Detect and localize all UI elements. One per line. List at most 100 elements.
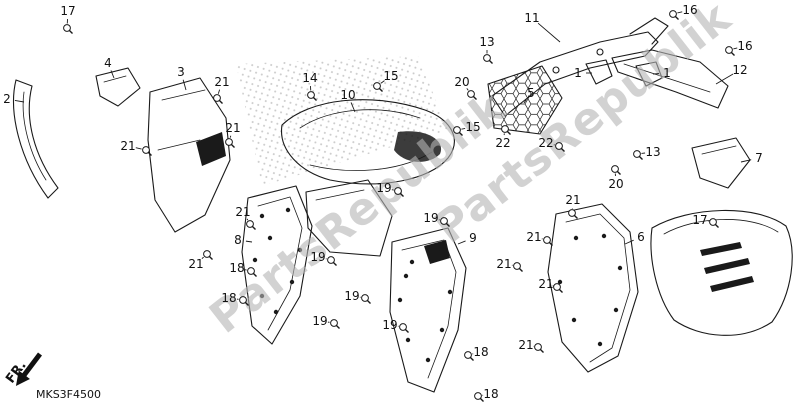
- bolt-icon: [467, 90, 477, 100]
- callout-label: 6: [637, 230, 645, 244]
- callout-label: 20: [454, 75, 469, 89]
- callout-label: 10: [340, 88, 355, 102]
- side-cowl-panel-right: [650, 209, 793, 336]
- callout-label: 9: [469, 231, 477, 245]
- leader-line: [229, 135, 232, 138]
- callout-label: 21: [496, 257, 511, 271]
- leader-line: [624, 239, 634, 245]
- callout-label: 22: [538, 136, 553, 150]
- part-9-inner-panel-center: [389, 227, 467, 393]
- bolt-icon: [373, 82, 383, 92]
- leader-line: [461, 128, 466, 130]
- bolt-icon: [568, 209, 578, 219]
- part-10-middle-cowl: [281, 99, 455, 185]
- callout-label: 21: [518, 338, 533, 352]
- part-7-side-fin: [691, 137, 751, 189]
- bolt-icon: [63, 24, 73, 34]
- callout-label: 21: [214, 75, 229, 89]
- leader-line: [135, 147, 142, 150]
- callout-label: 22: [495, 136, 510, 150]
- callout-label: 21: [538, 277, 553, 291]
- bolt-icon: [709, 218, 719, 228]
- callout-label: 2: [3, 92, 11, 106]
- callout-label: 15: [465, 120, 480, 134]
- part-5-mesh-duct: [487, 65, 563, 135]
- callout-label: 21: [526, 230, 541, 244]
- part-4-upper-cowl-piece: [95, 67, 141, 107]
- callout-label: 5: [527, 86, 535, 100]
- callout-label: 3: [177, 65, 185, 79]
- callout-label: 21: [120, 139, 135, 153]
- callout-label: 21: [235, 205, 250, 219]
- bolt-icon: [669, 10, 679, 20]
- bolt-icon: [553, 283, 563, 293]
- leader-line: [350, 102, 356, 113]
- callout-label: 16: [737, 39, 752, 53]
- leader-line: [110, 70, 115, 79]
- callout-label: 16: [682, 3, 697, 17]
- leader-line: [677, 11, 683, 14]
- bolt-icon: [142, 146, 152, 156]
- callout-label: 18: [229, 261, 244, 275]
- callout-label: 1: [574, 66, 582, 80]
- callout-label: 19: [376, 181, 391, 195]
- bolt-icon: [307, 91, 317, 101]
- leader-line: [537, 22, 561, 43]
- callout-label: 15: [383, 69, 398, 83]
- callout-label: 7: [755, 151, 763, 165]
- callout-label: 21: [565, 193, 580, 207]
- callout-label: 18: [221, 291, 236, 305]
- part-3-front-cowl: [147, 77, 231, 233]
- leader-line: [246, 218, 249, 221]
- bolt-icon: [513, 262, 523, 272]
- callout-label: 19: [310, 250, 325, 264]
- leader-line: [14, 99, 25, 103]
- bolt-icon: [330, 319, 340, 329]
- callout-label: 21: [188, 257, 203, 271]
- bolt-icon: [213, 94, 223, 104]
- bolt-icon: [239, 296, 249, 306]
- callout-label: 4: [104, 56, 112, 70]
- bolt-icon: [453, 126, 463, 136]
- bolt-icon: [543, 236, 553, 246]
- leader-line: [380, 80, 385, 84]
- bolt-icon: [611, 165, 621, 175]
- callout-label: 19: [382, 318, 397, 332]
- part-12-side-stay: [611, 49, 729, 109]
- leader-line: [740, 159, 752, 163]
- bolt-icon: [246, 220, 256, 230]
- bolt-icon: [725, 46, 735, 56]
- part-1-brackets: [585, 59, 663, 87]
- leader-line: [201, 256, 204, 259]
- leader-line: [182, 79, 187, 91]
- part-8-inner-panel-left: [241, 185, 313, 345]
- callout-label: 12: [732, 63, 747, 77]
- leader-line: [245, 240, 253, 243]
- leader-line: [715, 73, 734, 85]
- callout-label: 21: [225, 121, 240, 135]
- leader-line: [457, 240, 466, 245]
- bolt-icon: [361, 294, 371, 304]
- leader-line: [733, 47, 738, 50]
- bolt-icon: [399, 323, 409, 333]
- bolt-icon: [633, 150, 643, 160]
- part-2-windscreen-trim: [13, 79, 59, 199]
- callout-label: 20: [608, 177, 623, 191]
- callout-label: 17: [692, 213, 707, 227]
- callout-label: 17: [60, 4, 75, 18]
- bolt-icon: [247, 267, 257, 277]
- bolt-icon: [474, 392, 484, 402]
- leader-line: [466, 88, 469, 91]
- bolt-icon: [464, 351, 474, 361]
- bolt-icon: [327, 256, 337, 266]
- callout-label: 8: [234, 233, 242, 247]
- callout-label: 14: [302, 71, 317, 85]
- bolt-icon: [483, 54, 493, 64]
- callout-label: 18: [483, 387, 498, 401]
- bolt-icon: [440, 217, 450, 227]
- inner-panel-upper: [305, 179, 393, 257]
- leader-line: [217, 89, 221, 94]
